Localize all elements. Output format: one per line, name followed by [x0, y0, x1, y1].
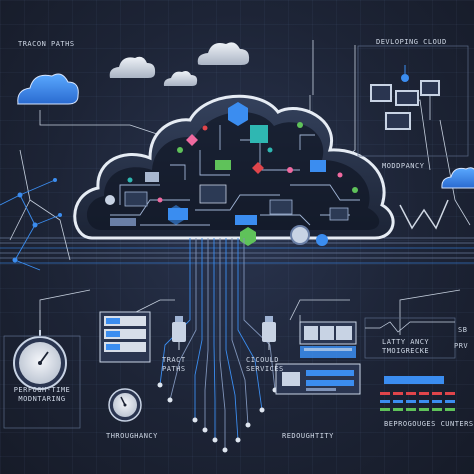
label-throughput: THROUGHANCY [106, 432, 158, 440]
data-bus-lines [0, 237, 474, 264]
status-panel [275, 363, 361, 395]
counter-panel [380, 376, 455, 411]
cloud-icon-white-3 [163, 71, 198, 86]
connector-plug-left [172, 316, 186, 350]
top-right-panel [357, 45, 469, 157]
label-performance: PERFOGH-TIME MODNTARING [2, 386, 82, 404]
counter-bars-red [380, 392, 455, 395]
cloud-icon-blue-right [441, 167, 474, 189]
label-bottom-right: BEPROGOUGES CUNTERS [384, 420, 474, 428]
label-performance-line2: MODNTARING [18, 395, 66, 403]
data-line-endpoints [157, 382, 278, 453]
cloud-icon-white-1 [109, 56, 156, 78]
label-tract-line1: TRACT [162, 356, 186, 364]
throughput-zigzag [399, 199, 449, 230]
equipment-panel [299, 321, 357, 358]
circuit-components [110, 102, 349, 246]
label-top-right: DEVLOPING CLOUD [376, 38, 447, 46]
cloud-icon-blue [17, 73, 79, 105]
label-redundancy-bottom: REDOUGHTITY [282, 432, 334, 440]
server-rack-top-right [370, 65, 440, 130]
label-cloud-services-line2: SERVICES [246, 365, 284, 373]
counter-bars-green [380, 408, 455, 411]
cloud-icon-white-2 [197, 42, 250, 65]
gauge-small [108, 388, 142, 422]
server-stack-icon [99, 311, 151, 363]
network-nodes-left [12, 178, 62, 263]
label-performance-line1: PERFOGH-TIME [13, 386, 71, 394]
connector-plug-right [262, 316, 276, 350]
label-latency: LATTY ANCY TMOIGRECKE [382, 338, 429, 356]
label-side-top: SB [458, 326, 468, 334]
latency-line [365, 321, 455, 333]
label-tract-line2: PATHS [162, 365, 186, 373]
gauge-panel [3, 335, 81, 429]
counter-bars-blue [380, 400, 455, 403]
label-top-left: TRACON PATHS [18, 40, 75, 48]
label-cloud-services-line1: CICOULD [246, 356, 280, 364]
label-latency-line1: LATTY ANCY [382, 338, 430, 346]
latency-panel [364, 317, 456, 359]
network-graph-left [0, 179, 61, 271]
label-side-bottom: PRV [454, 342, 469, 350]
gauge-large [13, 330, 67, 390]
descending-data-lines [159, 238, 276, 450]
label-cloud-services: CICOULD SERVICES [246, 356, 284, 374]
label-tract: TRACT PATHS [162, 356, 186, 374]
circuit-nodes [105, 122, 358, 246]
label-latency-line2: TMOIGRECKE [382, 347, 430, 355]
label-redundancy: MODDPANCY [382, 162, 425, 170]
